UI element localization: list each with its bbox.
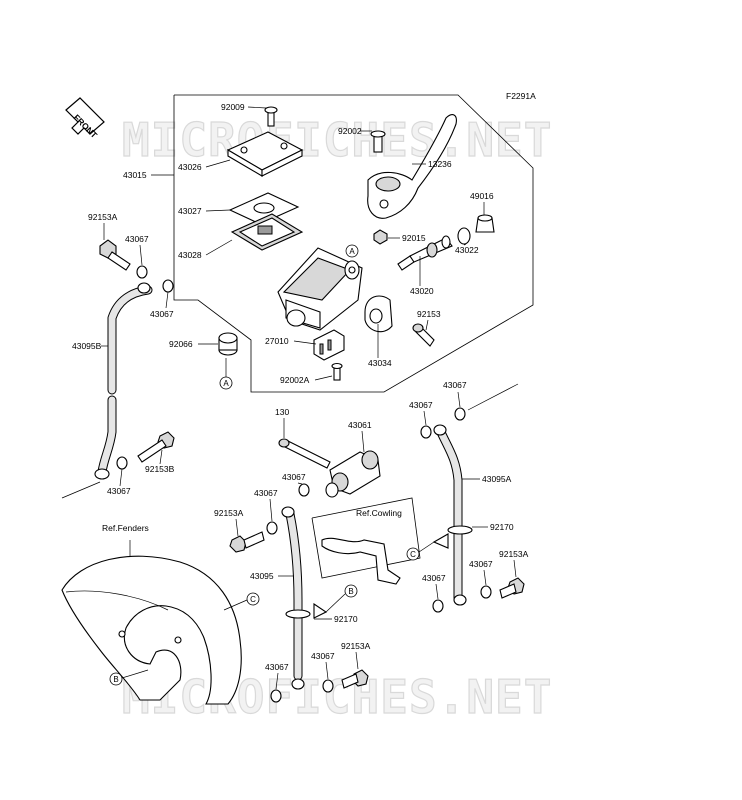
label-92170-right: 92170 <box>490 522 514 532</box>
clamp-43034 <box>364 295 393 333</box>
callout-b-right <box>344 584 358 598</box>
callout-c-right <box>406 547 420 561</box>
label-43026: 43026 <box>178 162 202 172</box>
label-43028: 43028 <box>178 250 202 260</box>
front-fender <box>61 555 242 705</box>
label-43067-g: 43067 <box>254 488 278 498</box>
figure-code: F2291A <box>506 91 536 101</box>
circlip-43022 <box>457 227 471 245</box>
watermark-top: MICROFICHES.NET <box>122 113 552 167</box>
label-92153B: 92153B <box>145 464 175 474</box>
label-43061: 43061 <box>348 420 372 430</box>
washer-43067-a <box>136 265 148 279</box>
bolt-92153A-bottom <box>341 669 369 689</box>
label-92066: 92066 <box>169 339 193 349</box>
callout-b-right-label: B <box>348 587 353 596</box>
watermark-bottom: MICROFICHES.NET <box>122 670 552 724</box>
callout-c-right-label: C <box>410 550 416 559</box>
hose-43095A <box>433 424 467 606</box>
switch-27010 <box>313 329 345 361</box>
label-92153A-top: 92153A <box>88 212 118 222</box>
label-43067-i: 43067 <box>422 573 446 583</box>
washer-43067-top-r <box>454 407 466 421</box>
label-27010: 27010 <box>265 336 289 346</box>
bolt-92153A-top <box>99 239 131 271</box>
label-43027: 43027 <box>178 206 202 216</box>
washer-43067-c <box>420 425 432 439</box>
clamp-92170-left <box>285 602 328 619</box>
cap-92066 <box>218 332 238 356</box>
screw-92009 <box>264 106 278 127</box>
nut-92015 <box>373 229 388 245</box>
label-92002: 92002 <box>338 126 362 136</box>
pivot-bolt-92002 <box>370 130 386 153</box>
piston-kit-43020 <box>397 235 453 271</box>
boot-49016 <box>475 214 495 233</box>
label-92170-left: 92170 <box>334 614 358 624</box>
label-92009: 92009 <box>221 102 245 112</box>
callout-a-bottom-label: A <box>223 379 229 388</box>
bolt-92153A-right <box>499 577 525 599</box>
label-43022: 43022 <box>455 245 479 255</box>
bolt-130 <box>278 438 331 469</box>
label-43095A: 43095A <box>482 474 512 484</box>
label-43095B: 43095B <box>72 341 102 351</box>
label-92015: 92015 <box>402 233 426 243</box>
label-43067-h: 43067 <box>469 559 493 569</box>
label-92153A-mid: 92153A <box>214 508 244 518</box>
washer-43067-e <box>116 456 128 470</box>
label-43067-j: 43067 <box>311 651 335 661</box>
washer-43067-h <box>480 585 492 599</box>
screw-92002A <box>331 362 343 381</box>
front-arrow-icon: FRONT <box>65 97 105 141</box>
cowling-bracket <box>311 497 421 585</box>
label-43095: 43095 <box>250 571 274 581</box>
washer-43067-g <box>298 483 310 497</box>
washer-43067-j <box>270 689 282 703</box>
label-43067-e: 43067 <box>282 472 306 482</box>
hose-43095 <box>281 506 305 690</box>
label-43015: 43015 <box>123 170 147 180</box>
callout-b-left <box>109 672 123 686</box>
callout-c-left-label: C <box>250 595 256 604</box>
callout-a-top-label: A <box>349 247 355 256</box>
label-43067-f: 43067 <box>107 486 131 496</box>
label-92153: 92153 <box>417 309 441 319</box>
washer-43067-i <box>432 599 444 613</box>
label-43067-b: 43067 <box>150 309 174 319</box>
diaphragm-plate-43027 <box>228 192 300 225</box>
callout-c-left <box>246 592 260 606</box>
washer-43067-d <box>325 482 339 498</box>
clamp-92170-right <box>432 525 473 549</box>
label-ref-fenders: Ref.Fenders <box>102 523 149 533</box>
label-92153A-bottom: 92153A <box>341 641 371 651</box>
label-43067-d: 43067 <box>409 400 433 410</box>
label-43020: 43020 <box>410 286 434 296</box>
label-92153A-right: 92153A <box>499 549 529 559</box>
label-130: 130 <box>275 407 289 417</box>
callout-a-top <box>345 244 359 258</box>
master-cylinder-body <box>277 247 363 331</box>
assembly-frame <box>173 94 534 393</box>
label-49016: 49016 <box>470 191 494 201</box>
label-43034: 43034 <box>368 358 392 368</box>
label-43067-c-top: 43067 <box>443 380 467 390</box>
label-ref-cowling: Ref.Cowling <box>356 508 402 518</box>
callout-b-left-label: B <box>113 675 118 684</box>
label-92002A: 92002A <box>280 375 310 385</box>
bolt-92153B <box>137 431 175 463</box>
bolt-92153 <box>412 323 435 347</box>
reservoir-cap-43026 <box>226 131 304 177</box>
hose-43095B <box>94 282 153 480</box>
label-13236: 13236 <box>428 159 452 169</box>
washer-43067-b <box>162 279 174 293</box>
diaphragm-43028 <box>230 213 304 251</box>
brake-lever-13236 <box>367 114 457 219</box>
washer-43067-f <box>266 521 278 535</box>
label-43067-k: 43067 <box>265 662 289 672</box>
label-43067-a: 43067 <box>125 234 149 244</box>
washer-43067-k <box>322 679 334 693</box>
bolt-92153A-mid <box>229 531 265 553</box>
